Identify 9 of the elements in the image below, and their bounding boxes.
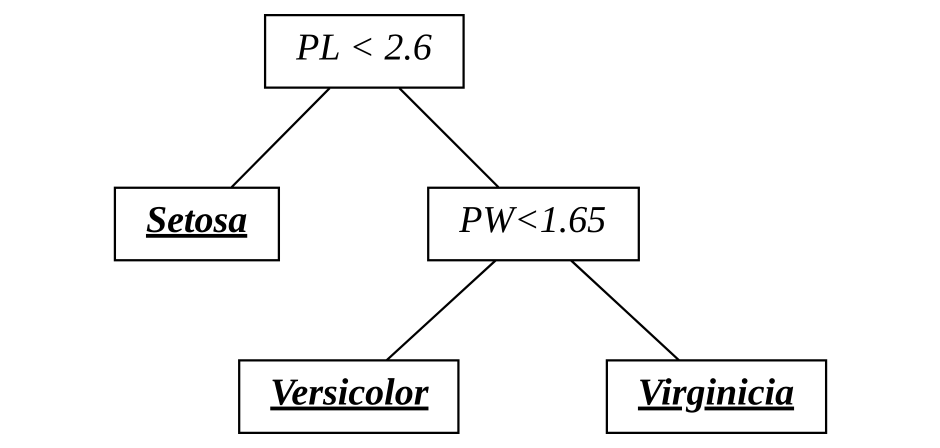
connector [570,260,680,362]
connector [398,87,499,188]
connector [230,87,330,188]
node-box: Versicolor [238,359,460,434]
node-box: Virginicia [605,359,827,434]
connector [385,260,496,362]
node-box: Setosa [113,186,280,262]
node-box: PW<1.65 [426,186,640,262]
node-box: PL < 2.6 [263,14,464,89]
